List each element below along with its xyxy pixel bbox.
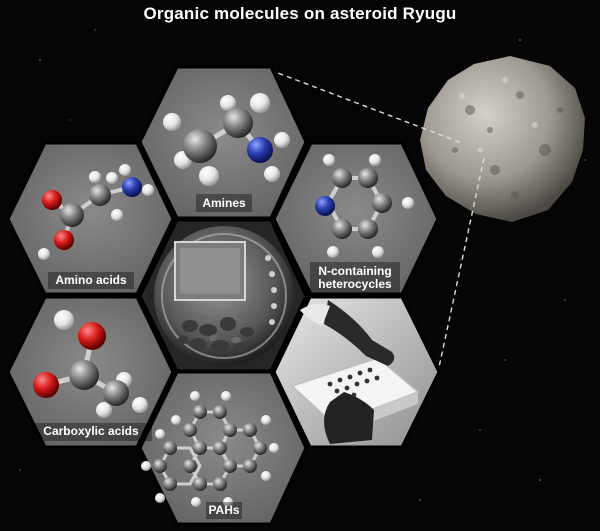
hex-label-n-heterocycles: N-containing heterocycles — [296, 265, 414, 291]
asteroid-ryugu-image — [420, 56, 585, 222]
sample-container-photo — [138, 218, 308, 373]
hex-label-amino-acids: Amino acids — [55, 273, 127, 287]
amine-molecule — [163, 93, 290, 186]
pyridine-molecule — [315, 154, 414, 258]
pah-molecule — [141, 391, 279, 507]
star-field — [19, 29, 586, 501]
figure-title: Organic molecules on asteroid Ryugu — [143, 4, 457, 23]
hex-pahs — [138, 370, 308, 526]
label-backdrops — [30, 194, 400, 519]
hex-label-n-heterocycles-line1: N-containing — [318, 264, 392, 278]
hex-label-amines: Amines — [202, 196, 246, 210]
connector-lines — [269, 69, 485, 373]
hex-label-carboxylic-acids: Carboxylic acids — [43, 424, 139, 438]
amino-acid-molecule — [38, 164, 154, 260]
lab-analysis-photo — [272, 295, 441, 449]
hex-n-heterocycles — [272, 141, 440, 296]
carboxylic-acid-molecule — [33, 310, 148, 418]
hex-carboxylic-acids — [6, 295, 175, 449]
hex-label-pahs: PAHs — [208, 503, 240, 517]
hex-label-n-heterocycles-line2: heterocycles — [318, 277, 392, 291]
hex-amines — [138, 65, 308, 220]
hex-amino-acids — [6, 141, 175, 296]
